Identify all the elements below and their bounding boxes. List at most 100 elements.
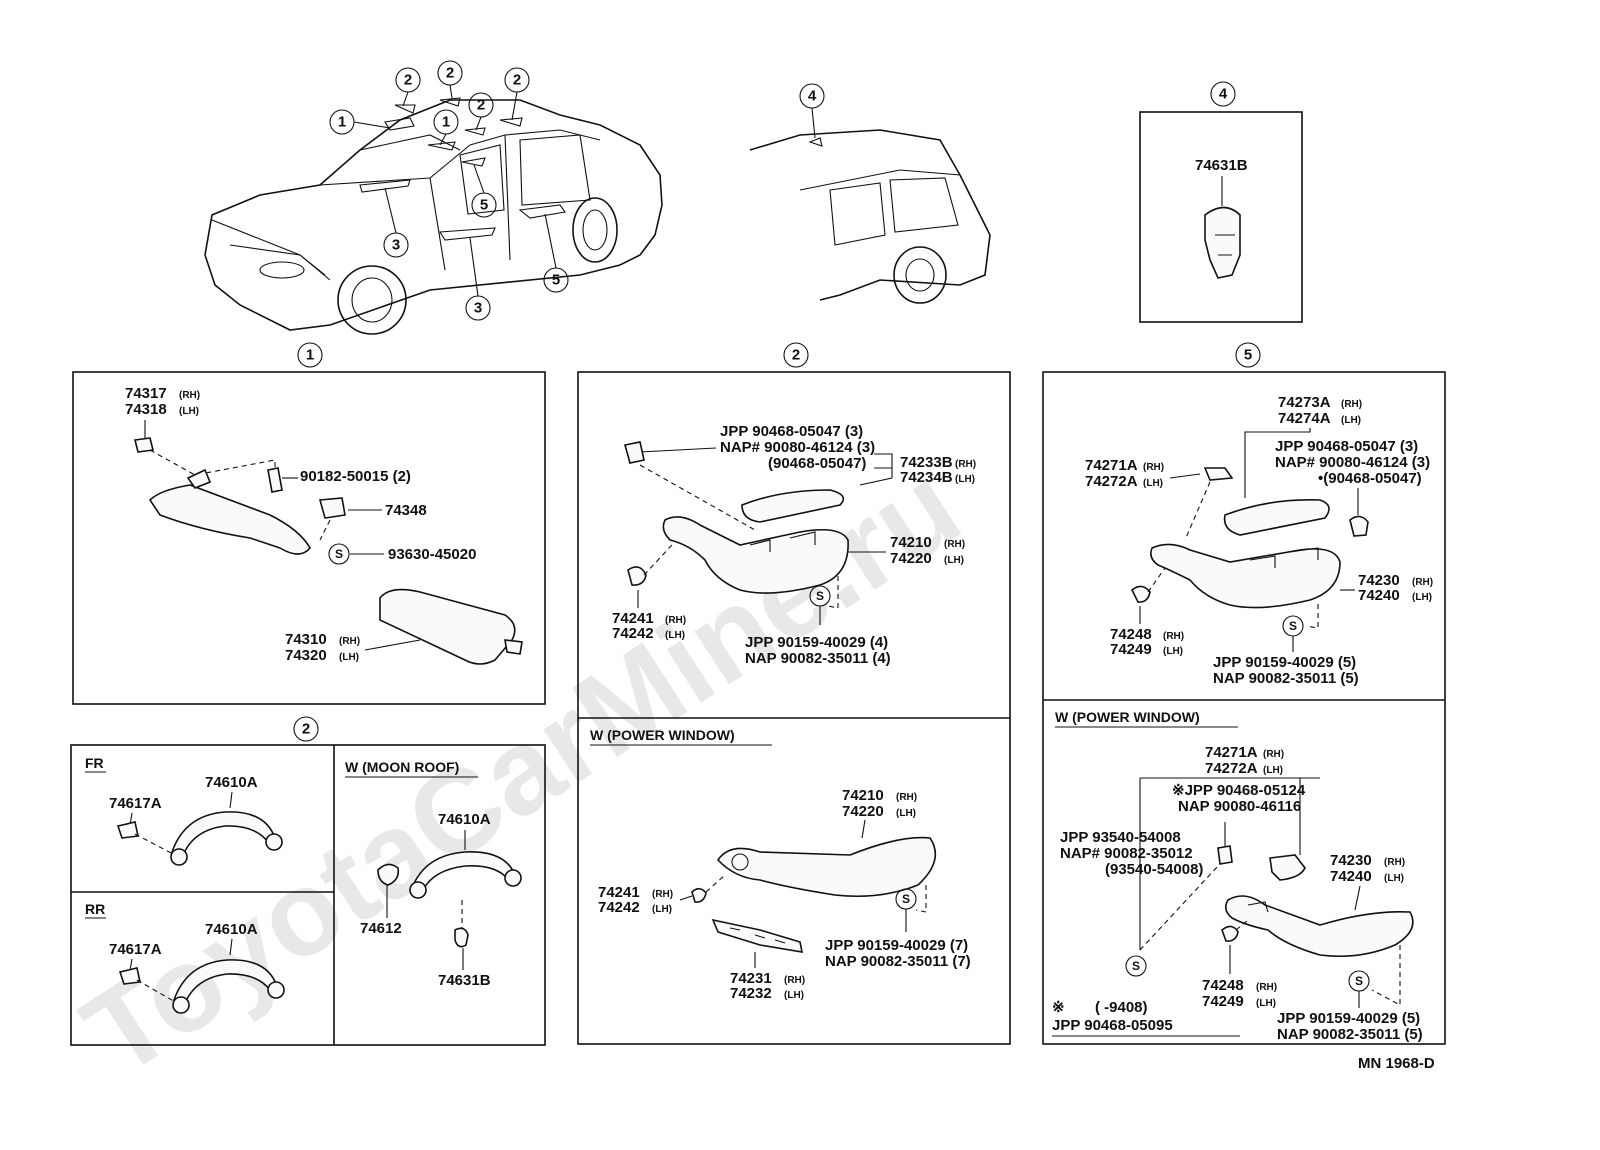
svg-text:(LH): (LH) — [784, 990, 804, 1001]
part-nap-90082-35012: NAP# 90082-35012 — [1060, 845, 1193, 862]
svg-text:(LH): (LH) — [1163, 646, 1183, 657]
part-jpp-90468-05047: JPP 90468-05047 (3) — [1275, 438, 1418, 455]
part-nap-90082-35011-pw: NAP 90082-35011 (5) — [1277, 1026, 1423, 1043]
part-74230: 74230 — [1358, 572, 1400, 589]
svg-text:(LH): (LH) — [665, 630, 685, 641]
svg-text:(LH): (LH) — [1341, 415, 1361, 426]
part-74272A: 74272A — [1085, 473, 1138, 490]
callout-5: 5 — [552, 272, 560, 289]
part-74610A: 74610A — [438, 811, 491, 828]
part-74242: 74242 — [612, 625, 654, 642]
part-74631B: 74631B — [1195, 157, 1248, 174]
part-93630-45020: 93630-45020 — [388, 546, 476, 563]
assist-grip-panel: FR 74610A 74617A RR 74610A 74617A W (MOO… — [70, 744, 546, 1046]
part-74310: 74310 — [285, 631, 327, 648]
svg-text:(LH): (LH) — [1412, 592, 1432, 603]
part-74348: 74348 — [385, 502, 427, 519]
part-nap-90082-35011: NAP 90082-35011 (4) — [745, 650, 891, 667]
callout-1: 1 — [442, 114, 450, 131]
part-74271A: 74271A — [1085, 457, 1138, 474]
sedan-callouts: 1 2 2 1 2 2 5 3 3 5 — [329, 60, 569, 321]
part-74231: 74231 — [730, 970, 772, 987]
svg-text:(LH): (LH) — [944, 555, 964, 566]
callout-3: 3 — [474, 300, 482, 317]
part-74220: 74220 — [890, 550, 932, 567]
footnote-range: ( -9408) — [1095, 999, 1148, 1016]
sedan-overview — [204, 97, 663, 335]
label-power-window: W (POWER WINDOW) — [590, 727, 735, 743]
part-jpp-90159-40029: JPP 90159-40029 (5) — [1213, 654, 1356, 671]
part-74240: 74240 — [1358, 587, 1400, 604]
part-74317: 74317 — [125, 385, 167, 402]
footnote-part: JPP 90468-05095 — [1052, 1017, 1173, 1034]
callout-1: 1 — [338, 114, 346, 131]
part-nap-90080-46124: NAP# 90080-46124 (3) — [1275, 454, 1430, 471]
svg-text:S: S — [1289, 619, 1297, 633]
wagon-overview: 4 — [749, 83, 991, 304]
part-74232: 74232 — [730, 985, 772, 1002]
svg-text:(RH): (RH) — [1256, 982, 1277, 993]
part-74617A: 74617A — [109, 795, 162, 812]
visor-panel: 74317 (RH) 74318 (LH) 90182-50015 (2) 74… — [72, 371, 546, 705]
part-74617A: 74617A — [109, 941, 162, 958]
callout-2: 2 — [404, 72, 412, 89]
svg-text:(RH): (RH) — [1412, 577, 1433, 588]
svg-text:(RH): (RH) — [896, 792, 917, 803]
part-74249: 74249 — [1202, 993, 1244, 1010]
svg-text:(LH): (LH) — [652, 904, 672, 915]
svg-text:(RH): (RH) — [955, 459, 976, 470]
part-74210: 74210 — [890, 534, 932, 551]
label-rr: RR — [85, 901, 105, 917]
part-74241: 74241 — [612, 610, 654, 627]
coat-hook-box: 4 74631B — [1139, 81, 1303, 323]
svg-text:S: S — [816, 589, 824, 603]
svg-text:(LH): (LH) — [896, 808, 916, 819]
part-alt-90468-05047: (90468-05047) — [768, 455, 866, 472]
part-nap-90080-46124: NAP# 90080-46124 (3) — [720, 439, 875, 456]
part-jpp-90159-40029: JPP 90159-40029 (4) — [745, 634, 888, 651]
part-74230: 74230 — [1330, 852, 1372, 869]
part-alt-93540-54008: (93540-54008) — [1105, 861, 1203, 878]
part-74248: 74248 — [1110, 626, 1152, 643]
callout-3: 3 — [392, 237, 400, 254]
svg-text:(RH): (RH) — [1341, 399, 1362, 410]
part-74272A: 74272A — [1205, 760, 1258, 777]
part-74240: 74240 — [1330, 868, 1372, 885]
svg-text:(LH): (LH) — [1143, 478, 1163, 489]
part-jpp-90159-40029-pw: JPP 90159-40029 (7) — [825, 937, 968, 954]
part-jpp-90468-05124: ※JPP 90468-05124 — [1172, 782, 1306, 799]
svg-text:S: S — [1132, 959, 1140, 973]
svg-text:(RH): (RH) — [665, 615, 686, 626]
svg-text:S: S — [335, 547, 343, 561]
svg-text:(RH): (RH) — [652, 889, 673, 900]
part-74220: 74220 — [842, 803, 884, 820]
part-nap-90082-35011-pw: NAP 90082-35011 (7) — [825, 953, 971, 970]
label-moon-roof: W (MOON ROOF) — [345, 759, 459, 775]
part-nap-90082-35011: NAP 90082-35011 (5) — [1213, 670, 1359, 687]
svg-text:(RH): (RH) — [1143, 462, 1164, 473]
svg-text:(RH): (RH) — [1163, 631, 1184, 642]
section-5-callout: 5 — [1244, 347, 1252, 364]
svg-text:S: S — [1355, 974, 1363, 988]
part-74234B: 74234B — [900, 469, 953, 486]
part-74320: 74320 — [285, 647, 327, 664]
rear-armrest-panel: 74273A (RH) 74274A (LH) JPP 90468-05047 … — [1042, 371, 1446, 1045]
part-74318: 74318 — [125, 401, 167, 418]
label-power-window: W (POWER WINDOW) — [1055, 709, 1200, 725]
label-fr: FR — [85, 755, 104, 771]
part-alt-90468-05047: •(90468-05047) — [1318, 470, 1422, 487]
section-1-callout: 1 — [306, 347, 314, 364]
section-2-callout: 2 — [792, 347, 800, 364]
part-74233B: 74233B — [900, 454, 953, 471]
part-jpp-93540-54008: JPP 93540-54008 — [1060, 829, 1181, 846]
part-74241: 74241 — [598, 884, 640, 901]
svg-text:(LH): (LH) — [179, 406, 199, 417]
footnote-mark: ※ — [1052, 999, 1065, 1016]
part-74248: 74248 — [1202, 977, 1244, 994]
svg-text:(RH): (RH) — [339, 636, 360, 647]
figure-code: MN 1968-D — [1358, 1055, 1435, 1072]
part-74274A: 74274A — [1278, 410, 1331, 427]
part-74610A: 74610A — [205, 774, 258, 791]
callout-2: 2 — [513, 72, 521, 89]
